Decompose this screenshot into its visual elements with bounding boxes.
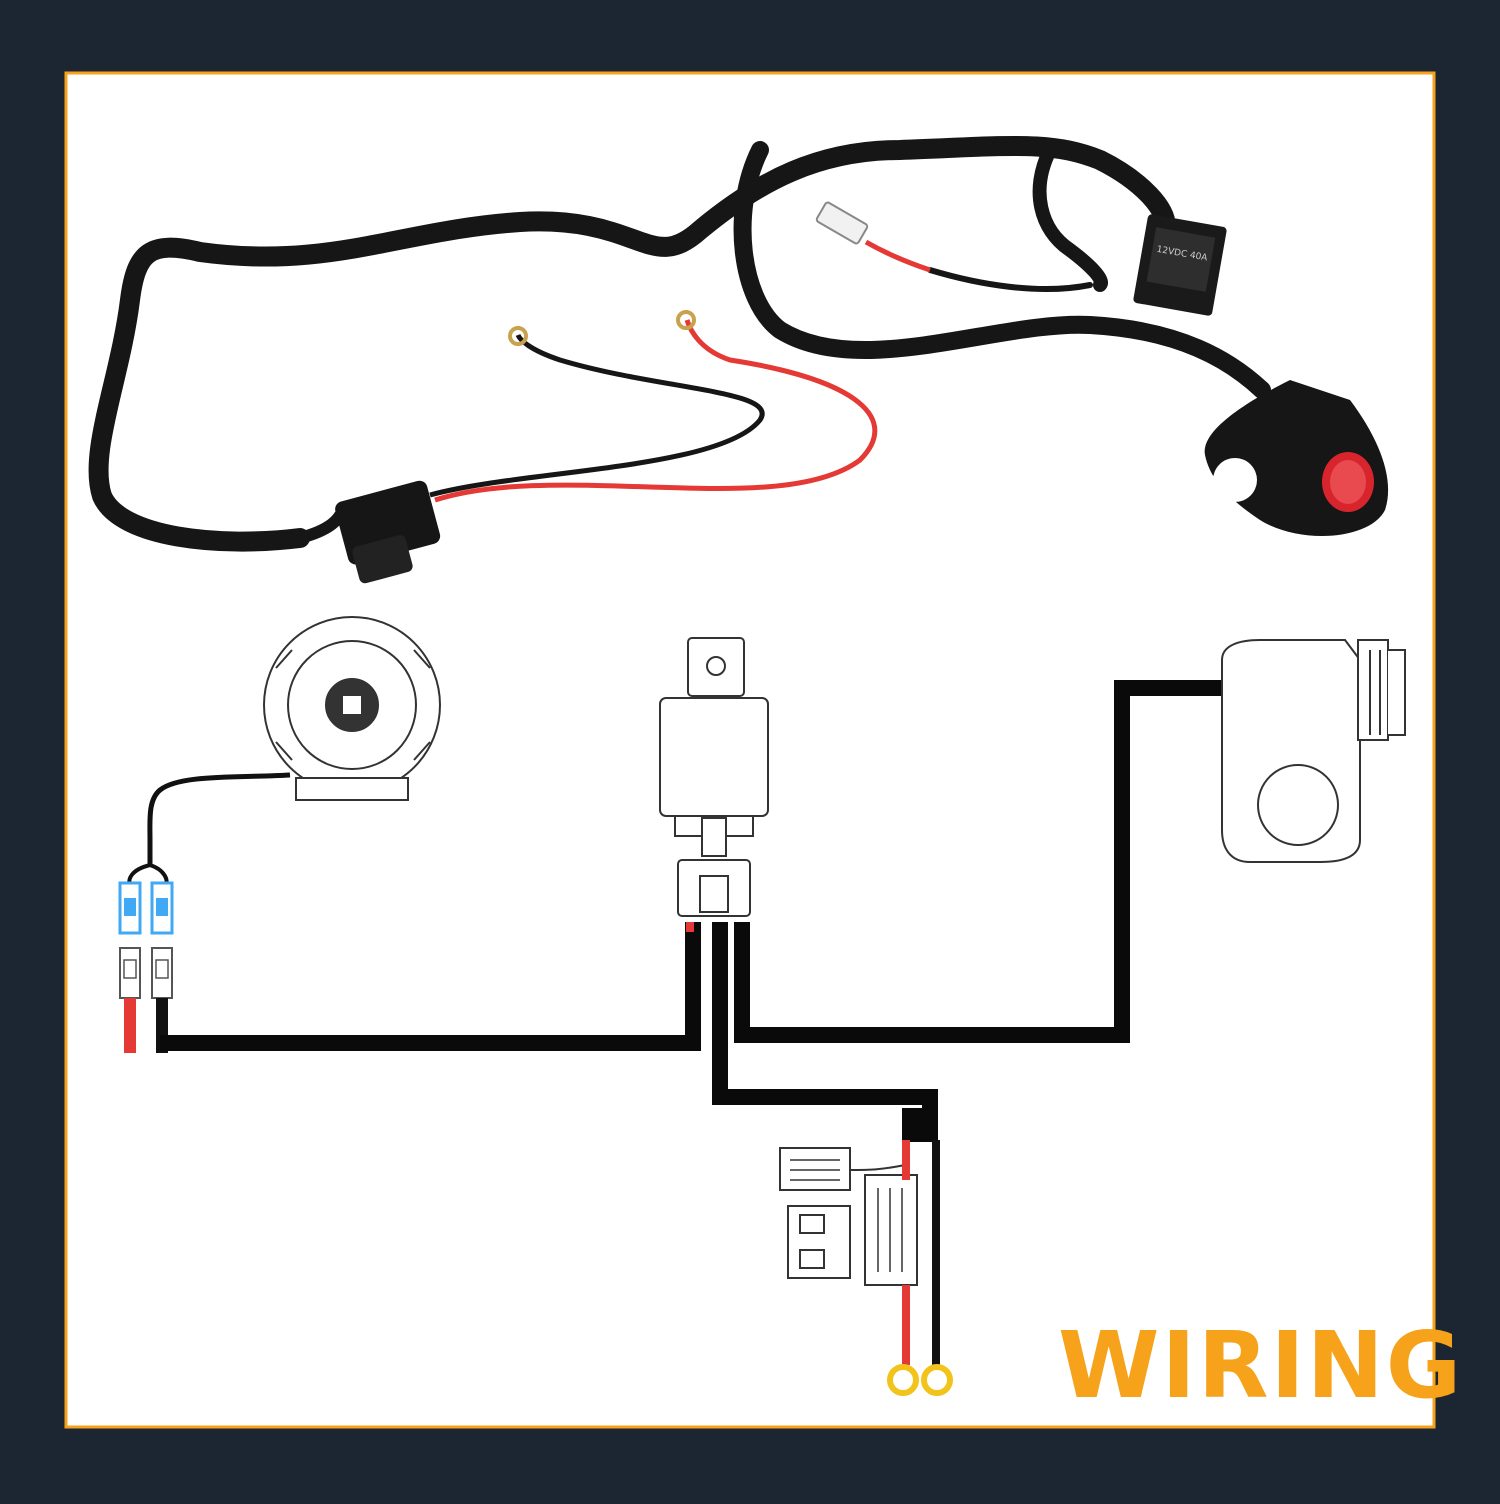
horn-icon bbox=[263, 616, 441, 801]
harness-photo: 12VDC 40A bbox=[88, 135, 1389, 584]
fuse-red-wire-bottom bbox=[902, 1285, 910, 1365]
red-lead-spade bbox=[864, 239, 931, 273]
switch-bus-wire bbox=[734, 680, 1222, 1043]
relay-photo: 12VDC 40A bbox=[1133, 214, 1227, 316]
ground-black-wire bbox=[932, 1140, 940, 1365]
fuse-junction bbox=[902, 1108, 938, 1142]
blue-female-terminals bbox=[118, 881, 174, 935]
ring-terminal-photo-1 bbox=[508, 326, 528, 346]
ring-terminal-photo-2 bbox=[676, 310, 696, 330]
red-power-lead bbox=[434, 319, 878, 503]
switch-photo bbox=[1204, 380, 1389, 537]
black-lead bbox=[927, 267, 1093, 292]
black-power-lead bbox=[429, 333, 765, 498]
relay-red-tip bbox=[686, 922, 694, 932]
battery-positive-ring bbox=[887, 1364, 919, 1396]
fuse-red-wire-top bbox=[902, 1140, 910, 1180]
horn-red-wire bbox=[124, 998, 136, 1053]
spade-terminal bbox=[815, 201, 869, 245]
ring-terminal-icon bbox=[887, 1364, 953, 1396]
braided-loom bbox=[88, 135, 1176, 552]
page-title: WIRING bbox=[1058, 1312, 1464, 1419]
horn-lead bbox=[147, 772, 291, 865]
fuse-holder-icon bbox=[779, 1147, 918, 1286]
relay-icon bbox=[659, 637, 769, 917]
loom-branch-switch bbox=[733, 141, 1271, 399]
horn-bus-wire bbox=[160, 922, 701, 1051]
fuse-holder-photo bbox=[298, 480, 441, 584]
battery-negative-ring bbox=[921, 1364, 953, 1396]
handlebar-switch-icon bbox=[1221, 639, 1406, 863]
loom-branch-relay bbox=[1032, 143, 1108, 292]
